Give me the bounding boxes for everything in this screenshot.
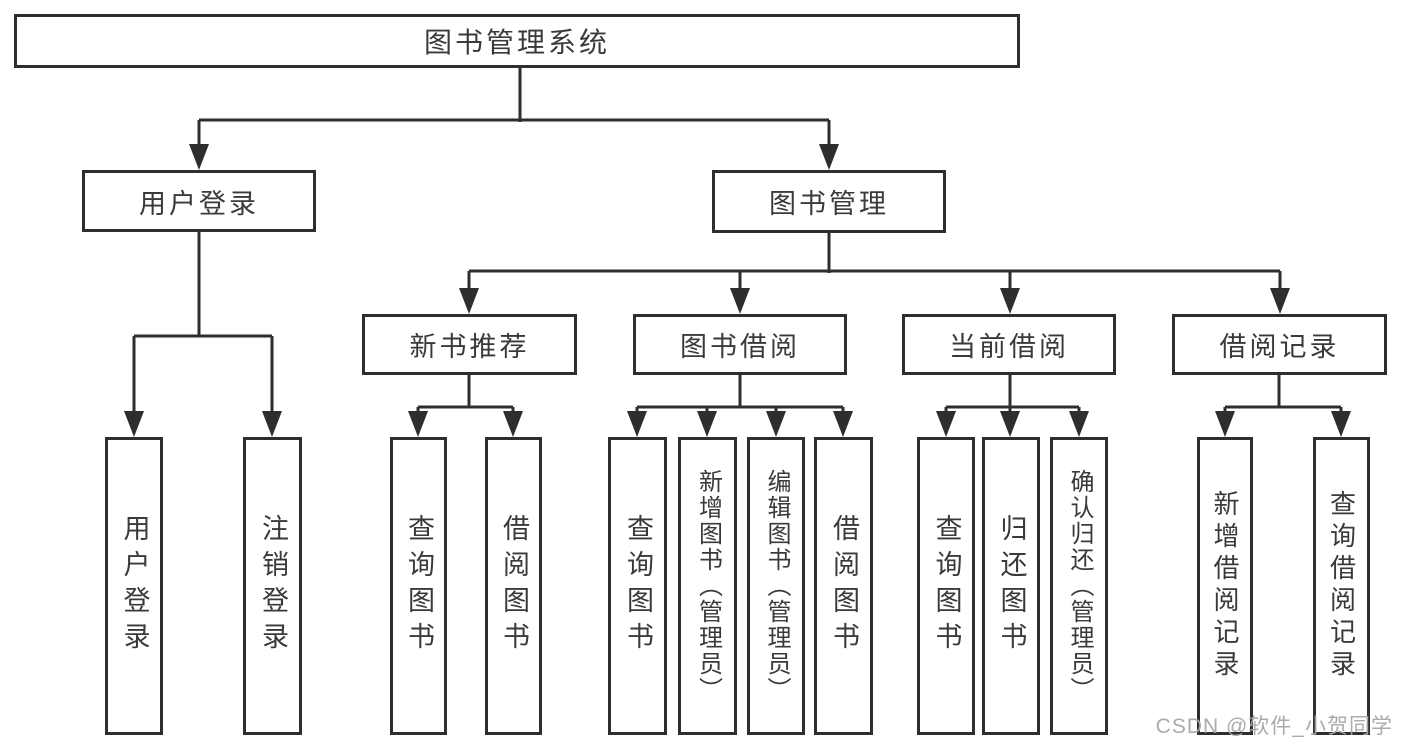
node-root: 图书管理系统: [14, 14, 1020, 68]
leaf-add-borrow-record-label: 新增借阅记录: [1210, 490, 1240, 682]
leaf-user-login-label: 用户登录: [119, 514, 150, 658]
arrowheads: [124, 144, 1351, 437]
leaf-add-borrow-record: 新增借阅记录: [1197, 437, 1253, 735]
leaf-confirm-return-admin-label: 确认归还（管理员）: [1066, 469, 1093, 703]
leaf-query-books-recommend-label: 查询图书: [404, 514, 434, 658]
leaf-query-borrow-record-label: 查询借阅记录: [1326, 490, 1357, 682]
leaf-return-books: 归还图书: [982, 437, 1040, 735]
leaf-user-login: 用户登录: [105, 437, 163, 735]
leaf-query-borrow-record: 查询借阅记录: [1313, 437, 1370, 735]
leaf-borrow-books: 借阅图书: [814, 437, 873, 735]
node-user-login-label: 用户登录: [139, 188, 259, 219]
node-new-book-recommend-label: 新书推荐: [409, 332, 530, 362]
node-root-label: 图书管理系统: [423, 27, 610, 58]
node-user-login: 用户登录: [82, 170, 316, 232]
leaf-logout: 注销登录: [243, 437, 302, 735]
watermark: CSDN @软件_小贺同学: [1155, 715, 1393, 738]
leaf-query-books-borrow: 查询图书: [608, 437, 667, 735]
node-current-borrow: 当前借阅: [902, 314, 1116, 375]
node-book-management-label: 图书管理: [769, 189, 889, 219]
leaf-borrow-books-recommend: 借阅图书: [485, 437, 542, 735]
leaf-add-book-admin: 新增图书（管理员）: [678, 437, 737, 735]
leaf-edit-book-admin-label: 编辑图书（管理员）: [763, 469, 790, 703]
leaf-confirm-return-admin: 确认归还（管理员）: [1050, 437, 1108, 735]
node-current-borrow-label: 当前借阅: [949, 332, 1069, 362]
leaf-query-books-borrow-label: 查询图书: [623, 514, 653, 658]
node-book-management: 图书管理: [712, 170, 946, 233]
node-book-borrow-label: 图书借阅: [680, 332, 800, 362]
node-book-borrow: 图书借阅: [633, 314, 847, 375]
leaf-add-book-admin-label: 新增图书（管理员）: [694, 469, 722, 703]
leaf-query-books-current: 查询图书: [917, 437, 975, 735]
node-new-book-recommend: 新书推荐: [362, 314, 577, 375]
leaf-query-books-current-label: 查询图书: [931, 514, 962, 658]
leaf-query-books-recommend: 查询图书: [390, 437, 447, 735]
leaf-borrow-books-recommend-label: 借阅图书: [499, 514, 529, 658]
node-borrow-records: 借阅记录: [1172, 314, 1387, 375]
leaf-borrow-books-label: 借阅图书: [829, 514, 859, 658]
leaf-logout-label: 注销登录: [258, 514, 288, 658]
node-borrow-records-label: 借阅记录: [1219, 332, 1340, 362]
leaf-edit-book-admin: 编辑图书（管理员）: [747, 437, 805, 735]
leaf-return-books-label: 归还图书: [996, 514, 1027, 658]
